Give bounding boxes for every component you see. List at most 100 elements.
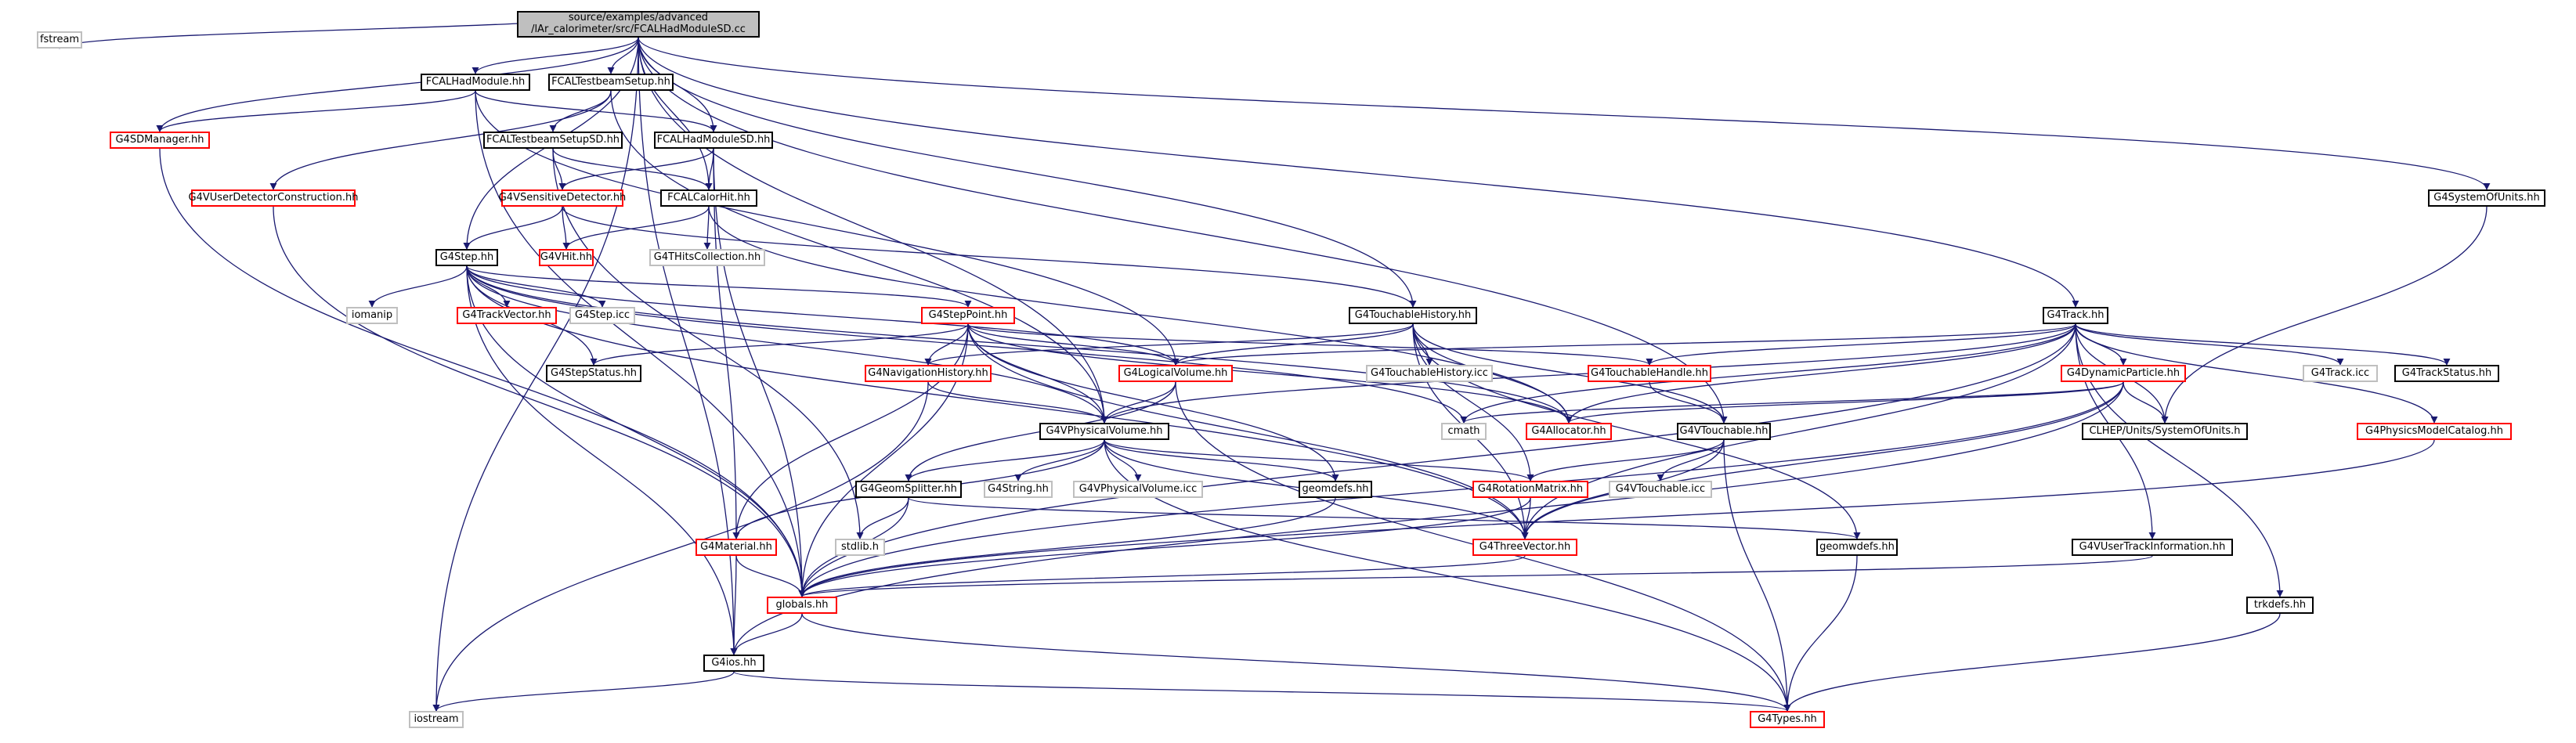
edge-root-to-FCALHadModule [471, 37, 639, 74]
edge-G4Track-to-G4TouchableHandle [1646, 323, 2076, 366]
edge-G4TouchableHistory-to-G4LogicalVolume [1172, 323, 1414, 366]
edge-G4VSensitiveDetector-to-G4TouchableHistory [562, 206, 1417, 308]
edge-FCALHadModule-to-FCALHadModuleSD [475, 90, 717, 132]
node-g4step[interactable]: G4Step.hh [435, 249, 498, 266]
edge-root-to-G4SDManager [156, 37, 639, 132]
node-g4track-icc: G4Track.icc [2303, 365, 2378, 382]
edge-G4SystemOfUnits-to-CLHEP_Units [2161, 206, 2487, 424]
edge-FCALHadModule-to-G4SDManager [156, 90, 476, 132]
edge-G4Track-to-G4ThreeVector [1521, 323, 2076, 539]
node-trkdefs[interactable]: trkdefs.hh [2246, 597, 2314, 614]
node-g4steppoint[interactable]: G4StepPoint.hh [921, 307, 1015, 324]
node-g4touchablehistory-icc: G4TouchableHistory.icc [1366, 365, 1493, 382]
edge-G4ThreeVector-to-globals [798, 555, 1526, 597]
edge-G4Step-to-G4StepPoint [466, 265, 972, 308]
edge-FCALTestbeamSetupSD-to-stdlib [552, 148, 864, 539]
node-g4vusertrackinformation[interactable]: G4VUserTrackInformation.hh [2072, 539, 2233, 556]
node-iostream: iostream [409, 711, 464, 728]
node-g4touchablehistory[interactable]: G4TouchableHistory.hh [1349, 307, 1477, 324]
edge-FCALHadModuleSD-to-globals [713, 148, 806, 597]
edge-G4NavigationHistory-to-G4VPhysicalVolume [927, 381, 1108, 424]
node-g4vphysicalvolume[interactable]: G4VPhysicalVolume.hh [1039, 423, 1169, 440]
edge-G4TouchableHistory-to-G4NavigationHistory [924, 323, 1414, 366]
node-g4material[interactable]: G4Material.hh [695, 539, 777, 556]
edge-G4SDManager-to-globals [159, 148, 806, 597]
edge-G4Track-to-G4Track_icc [2075, 323, 2344, 366]
edge-root-to-G4VPhysicalVolume [638, 37, 1108, 424]
node-g4vuserdetectorconstruction[interactable]: G4VUserDetectorConstruction.hh [189, 189, 358, 207]
edge-G4DynamicParticle-to-G4ThreeVector [1521, 381, 2124, 539]
edge-G4StepPoint-to-G4StepStatus [590, 323, 969, 366]
node-g4vsensitivedetector[interactable]: G4VSensitiveDetector.hh [499, 189, 626, 207]
node-clhep-units[interactable]: CLHEP/Units/SystemOfUnits.h [2082, 423, 2248, 440]
edge-root-to-FCALTestbeamSetup [607, 37, 639, 74]
edge-root-to-FCALCalorHit [638, 37, 713, 190]
node-g4vhit[interactable]: G4VHit.hh [539, 249, 594, 266]
node-g4track[interactable]: G4Track.hh [2043, 307, 2108, 324]
edge-G4Material-to-G4ios [730, 555, 738, 655]
node-fcalhadmodulesd[interactable]: FCALHadModuleSD.hh [654, 132, 773, 149]
node-fcaltestbeamsetupsd[interactable]: FCALTestbeamSetupSD.hh [483, 132, 623, 149]
node-g4touchablehandle[interactable]: G4TouchableHandle.hh [1588, 365, 1711, 382]
node-fstream: fstream [37, 31, 82, 49]
edge-G4StepPoint-to-G4ThreeVector [967, 323, 1529, 539]
node-g4string: G4String.hh [984, 481, 1053, 498]
node-g4types[interactable]: G4Types.hh [1750, 711, 1825, 728]
edge-FCALCalorHit-to-G4VHit [562, 206, 710, 250]
node-root[interactable]: source/examples/advanced /lAr_calorimete… [517, 11, 760, 38]
node-g4dynamicparticle[interactable]: G4DynamicParticle.hh [2061, 365, 2186, 382]
node-g4physicsmodelcatalog[interactable]: G4PhysicsModelCatalog.hh [2357, 423, 2512, 440]
edge-G4Step-to-iomanip [368, 265, 468, 308]
edge-FCALTestbeamSetup-to-G4VPhysicalVolume [610, 90, 1108, 424]
node-fcalhadmodule[interactable]: FCALHadModule.hh [421, 74, 530, 91]
edge-G4GeomSplitter-to-stdlib [856, 497, 909, 539]
node-stdlib: stdlib.h [835, 539, 885, 556]
edge-G4StepPoint-to-G4Material [732, 323, 969, 539]
node-g4ios[interactable]: G4ios.hh [703, 655, 764, 672]
node-g4navigationhistory[interactable]: G4NavigationHistory.hh [865, 365, 992, 382]
node-g4systemofunits[interactable]: G4SystemOfUnits.hh [2428, 189, 2545, 207]
node-g4allocator[interactable]: G4Allocator.hh [1526, 423, 1612, 440]
edge-root-to-G4Track [638, 37, 2079, 308]
node-g4trackstatus[interactable]: G4TrackStatus.hh [2394, 365, 2499, 382]
node-g4trackvector[interactable]: G4TrackVector.hh [457, 307, 557, 324]
node-g4geomsplitter[interactable]: G4GeomSplitter.hh [855, 481, 962, 498]
node-g4vtouchable[interactable]: G4VTouchable.hh [1677, 423, 1771, 440]
edge-geomdefs-to-globals [798, 497, 1336, 597]
edge-G4VPhysicalVolume-to-G4RotationMatrix [1104, 439, 1534, 482]
node-g4step-icc: G4Step.icc [569, 307, 635, 324]
edge-FCALTestbeamSetup-to-FCALTestbeamSetupSD [549, 90, 612, 132]
edge-trkdefs-to-G4Types [1783, 613, 2281, 712]
edge-G4Material-to-globals [735, 555, 806, 597]
node-g4logicalvolume[interactable]: G4LogicalVolume.hh [1118, 365, 1233, 382]
edge-FCALCalorHit-to-G4THitsCollection [703, 206, 711, 250]
edge-globals-to-G4Types [801, 613, 1791, 712]
node-g4rotationmatrix[interactable]: G4RotationMatrix.hh [1472, 481, 1588, 498]
node-g4sdmanager[interactable]: G4SDManager.hh [110, 132, 210, 149]
node-geomwdefs[interactable]: geomwdefs.hh [1816, 539, 1898, 556]
node-g4stepstatus[interactable]: G4StepStatus.hh [546, 365, 641, 382]
node-fcalcalorhit[interactable]: FCALCalorHit.hh [660, 189, 757, 207]
node-geomdefs[interactable]: geomdefs.hh [1299, 481, 1372, 498]
edge-FCALHadModule-to-globals [475, 90, 806, 597]
edge-G4TouchableHistory-to-G4TouchableHistory_icc [1412, 323, 1433, 366]
node-g4threevector[interactable]: G4ThreeVector.hh [1472, 539, 1577, 556]
edge-G4Step-to-G4ios [466, 265, 738, 655]
edge-root-to-G4SystemOfUnits [638, 37, 2491, 190]
edge-G4TouchableHistory-to-G4RotationMatrix [1412, 323, 1534, 482]
edge-G4VTouchable-to-G4RotationMatrix [1526, 439, 1725, 482]
edge-G4VSensitiveDetector-to-G4Step [463, 206, 563, 250]
edge-G4ios-to-iostream [432, 671, 735, 712]
node-g4vphysicalvolume-icc: G4VPhysicalVolume.icc [1073, 481, 1203, 498]
node-globals[interactable]: globals.hh [767, 597, 837, 614]
edge-G4ios-to-G4Types [733, 671, 1791, 712]
edge-FCALTestbeamSetupSD-to-FCALCalorHit [552, 148, 713, 190]
edge-G4DynamicParticle-to-CLHEP_Units [2123, 381, 2169, 424]
node-g4thitscollection: G4THitsCollection.hh [649, 249, 765, 266]
edge-root-to-G4TouchableHistory [638, 37, 1417, 308]
edge-FCALHadModuleSD-to-FCALCalorHit [705, 148, 714, 190]
edge-G4Track-to-cmath [1460, 323, 2076, 424]
node-fcaltestbeamsetup[interactable]: FCALTestbeamSetup.hh [548, 74, 674, 91]
